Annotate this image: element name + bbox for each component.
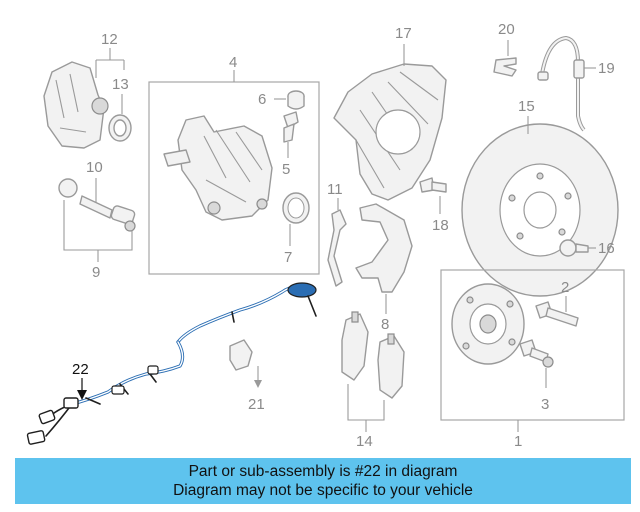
part-20-hose-clip[interactable] [493, 57, 517, 77]
part-21-bracket[interactable] [229, 339, 253, 371]
banner-line-2: Diagram may not be specific to your vehi… [173, 482, 473, 499]
label-11: 11 [327, 181, 343, 198]
parts-diagram: 20 12 4 17 19 13 6 15 10 5 11 18 16 7 9 … [26, 21, 625, 450]
part-22-abs-sensor-harness[interactable] [26, 282, 317, 445]
part-18-bolt[interactable] [419, 177, 447, 193]
label-1: 1 [514, 433, 522, 450]
part-15-brake-rotor[interactable] [461, 123, 619, 297]
part-11-spring-clip[interactable] [327, 209, 347, 287]
part-6-bleeder-cap[interactable] [287, 90, 305, 110]
label-5: 5 [282, 161, 290, 178]
part-17-splash-shield[interactable] [333, 63, 447, 201]
label-2: 2 [561, 279, 569, 296]
part-7-caliper-seal[interactable] [282, 192, 310, 224]
bracket-14 [347, 384, 385, 421]
label-10: 10 [86, 159, 103, 176]
part-8-caliper-bracket[interactable] [355, 203, 413, 293]
arrow-21 [254, 380, 262, 388]
part-2-hub-bolt[interactable] [535, 301, 579, 327]
label-22: 22 [72, 361, 89, 378]
label-16: 16 [598, 240, 615, 257]
label-7: 7 [284, 249, 292, 266]
label-12: 12 [101, 31, 118, 48]
label-13: 13 [112, 76, 129, 93]
label-21: 21 [248, 396, 265, 413]
part-12-caliper-housing[interactable] [43, 61, 109, 149]
label-6: 6 [258, 91, 266, 108]
part-14-brake-pads[interactable] [341, 311, 405, 399]
box-part-1 [440, 269, 625, 421]
part-5-bleeder-screw[interactable] [283, 111, 299, 143]
arrow-22 [77, 390, 87, 400]
part-13-seal-inner [113, 119, 127, 137]
part-9-guide-pins[interactable] [58, 178, 136, 232]
label-15: 15 [518, 98, 535, 115]
label-4: 4 [229, 54, 237, 71]
label-14: 14 [356, 433, 373, 450]
banner-line-1: Part or sub-assembly is #22 in diagram [188, 463, 458, 480]
label-8: 8 [381, 316, 389, 333]
label-19: 19 [598, 60, 615, 77]
label-9: 9 [92, 264, 100, 281]
label-17: 17 [395, 25, 412, 42]
label-18: 18 [432, 217, 449, 234]
part-16-screw[interactable] [559, 239, 589, 257]
label-3: 3 [541, 396, 549, 413]
part-3-hub-bolt[interactable] [519, 339, 554, 368]
info-banner: Part or sub-assembly is #22 in diagram D… [15, 458, 631, 504]
part-1-wheel-hub[interactable] [451, 283, 525, 365]
part-19-brake-hose[interactable] [537, 35, 586, 132]
part-4-caliper[interactable] [163, 115, 273, 221]
label-20: 20 [498, 21, 515, 38]
